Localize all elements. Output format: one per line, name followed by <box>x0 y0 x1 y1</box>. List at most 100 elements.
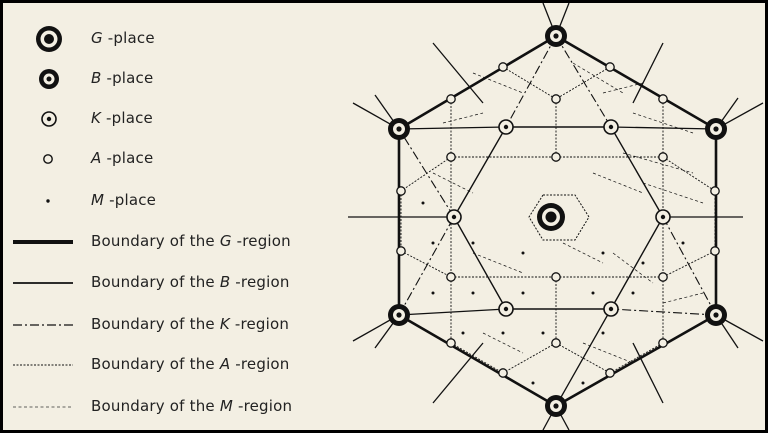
b-place-symbol <box>39 69 59 89</box>
k-place-core <box>451 214 457 220</box>
a-place <box>710 186 720 196</box>
b-place-core <box>553 403 559 409</box>
a-place <box>498 62 508 72</box>
m-place <box>601 331 605 335</box>
b-region-boundary <box>555 308 612 407</box>
m-place <box>471 291 475 295</box>
a-place <box>498 368 508 378</box>
legend-a-place: A -place <box>3 145 343 173</box>
a-region-boundary <box>502 342 557 374</box>
m-place <box>681 241 685 245</box>
m-boundary-suffix: -region <box>237 397 293 415</box>
b-boundary-letter: B <box>219 273 231 291</box>
g-place-letter: G <box>91 29 103 47</box>
b-place-core <box>396 126 402 132</box>
a-place <box>658 94 668 104</box>
g-place-core <box>545 211 557 223</box>
legend-g-boundary: Boundary of the G -region <box>3 228 343 256</box>
b-place-core <box>713 126 719 132</box>
a-place-symbol <box>43 154 53 164</box>
m-region-boundary <box>572 62 624 94</box>
m-place <box>601 251 605 255</box>
a-region-boundary <box>609 342 664 374</box>
a-boundary-prefix: Boundary of the <box>91 355 215 373</box>
a-region-boundary <box>662 156 716 192</box>
a-region-boundary <box>450 342 504 374</box>
b-region-spoke <box>632 342 664 404</box>
m-region-boundary <box>582 342 634 364</box>
legend-g-place: G -place <box>3 25 343 53</box>
m-place-symbol <box>46 199 50 203</box>
b-boundary-suffix: -region <box>235 273 290 291</box>
a-place <box>551 338 561 348</box>
k-place-core <box>660 214 666 220</box>
m-boundary-letter: M <box>219 397 233 415</box>
m-region-boundary <box>612 252 654 284</box>
a-place <box>710 246 720 256</box>
k-place-symbol <box>41 111 57 127</box>
g-boundary-line <box>13 240 73 244</box>
k-place-core <box>608 124 614 130</box>
a-place <box>446 94 456 104</box>
k-place-core <box>503 124 509 130</box>
k-boundary-prefix: Boundary of the <box>91 315 215 333</box>
k-boundary-letter: K <box>219 315 230 333</box>
m-region-boundary <box>442 112 484 124</box>
g-boundary-suffix: -region <box>236 232 291 250</box>
m-place <box>431 291 435 295</box>
b-region-boundary <box>398 308 507 316</box>
legend-b-boundary: Boundary of the B -region <box>3 269 343 297</box>
a-place <box>605 368 615 378</box>
m-place <box>581 381 585 385</box>
b-region-spoke <box>632 42 664 104</box>
m-region-boundary <box>562 242 604 264</box>
m-region-boundary <box>472 252 524 274</box>
m-region-boundary <box>642 182 704 204</box>
k-region-boundary <box>398 128 455 218</box>
m-place-letter: M <box>91 191 105 209</box>
a-place <box>658 152 668 162</box>
m-place <box>631 291 635 295</box>
m-place-suffix: -place <box>109 191 157 209</box>
a-region-boundary <box>662 250 716 278</box>
a-place <box>658 272 668 282</box>
a-boundary-line <box>13 364 73 366</box>
b-region-boundary <box>610 126 717 130</box>
k-place-core <box>503 306 509 312</box>
m-place <box>501 331 505 335</box>
b-place-core <box>396 312 402 318</box>
a-place <box>396 246 406 256</box>
a-place <box>551 272 561 282</box>
a-place <box>658 338 668 348</box>
b-place-core <box>553 33 559 39</box>
legend: G -place B -place K -place A -place M -p… <box>3 3 343 430</box>
legend-m-place: M -place <box>3 187 343 215</box>
m-region-boundary <box>662 292 704 304</box>
m-region-boundary <box>602 82 644 94</box>
b-region-spoke <box>432 42 484 104</box>
a-place <box>396 186 406 196</box>
a-place <box>446 152 456 162</box>
b-place-suffix: -place <box>106 69 154 87</box>
m-region-boundary <box>622 152 694 174</box>
k-place-letter: K <box>91 109 102 127</box>
g-boundary-letter: G <box>219 232 232 250</box>
m-place <box>461 331 465 335</box>
legend-a-boundary: Boundary of the A -region <box>3 351 343 379</box>
b-region-boundary <box>398 126 507 130</box>
m-place <box>521 251 525 255</box>
a-boundary-suffix: -region <box>235 355 290 373</box>
m-place <box>591 291 595 295</box>
k-region-boundary <box>505 35 557 128</box>
k-region-boundary <box>662 216 717 316</box>
a-place <box>446 338 456 348</box>
m-region-boundary <box>432 172 474 194</box>
m-place <box>431 241 435 245</box>
k-boundary-line <box>13 324 73 326</box>
g-boundary-prefix: Boundary of the <box>91 232 215 250</box>
k-place-suffix: -place <box>106 109 153 127</box>
k-boundary-suffix: -region <box>234 315 290 333</box>
k-region-boundary <box>555 35 612 128</box>
a-place <box>551 152 561 162</box>
places <box>388 25 727 417</box>
